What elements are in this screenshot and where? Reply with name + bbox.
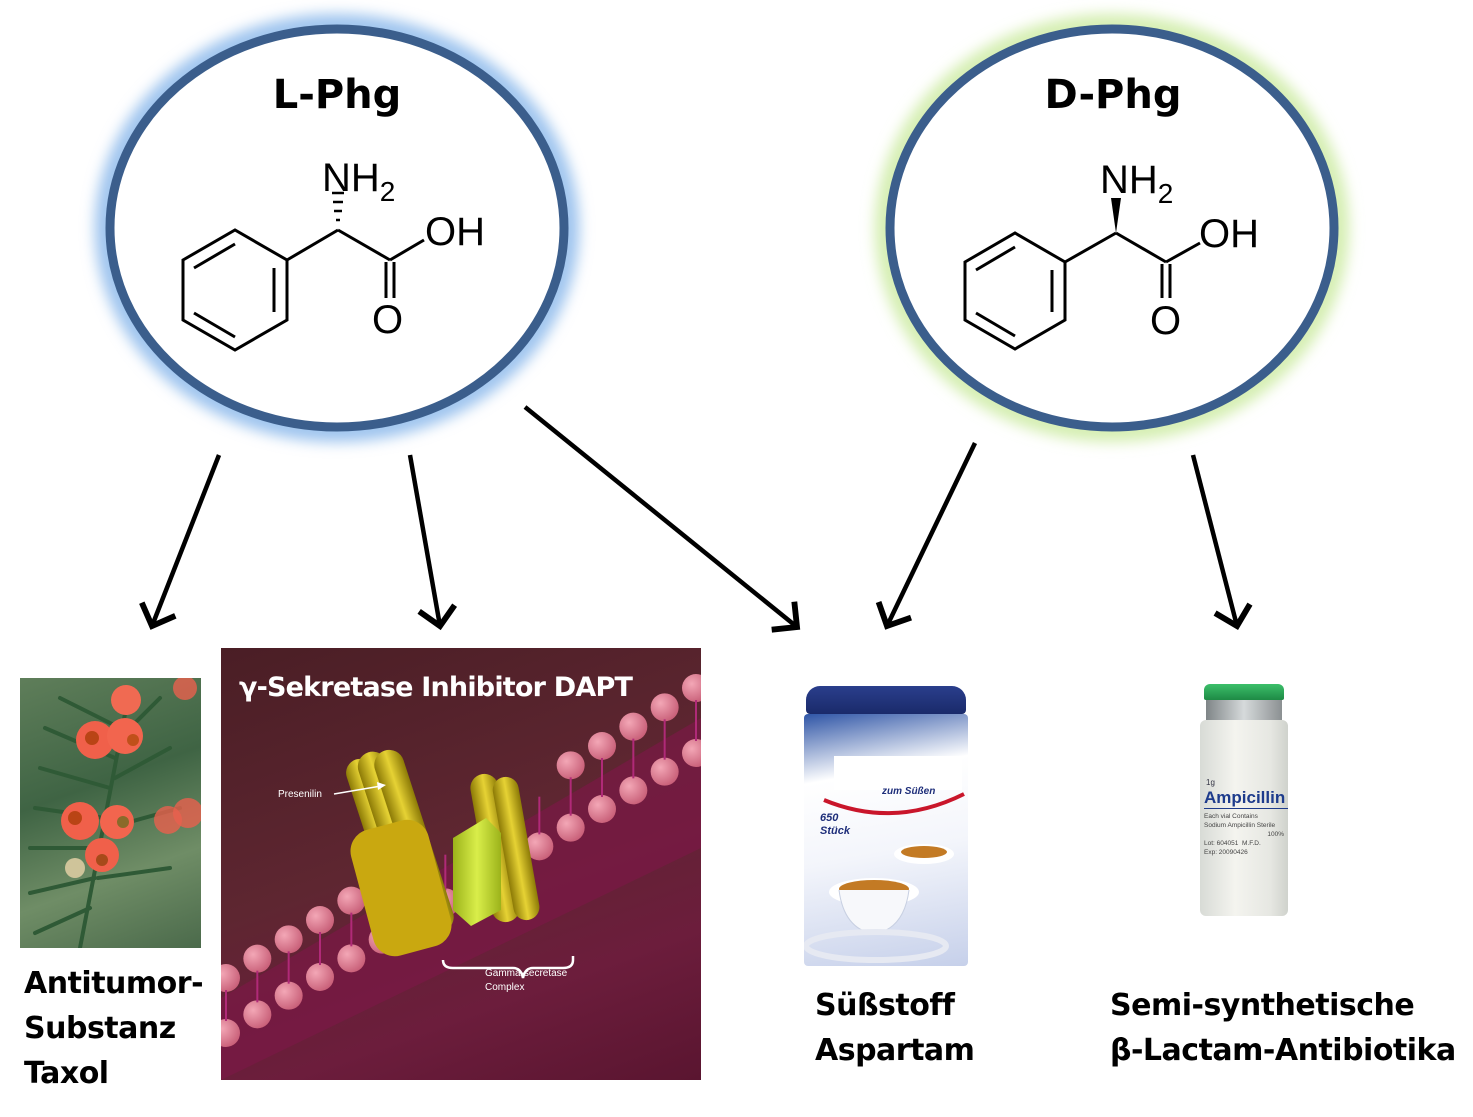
lipid-head	[337, 886, 366, 915]
l-phg-title: L-Phg	[273, 72, 402, 118]
pack-count: 650 Stück	[820, 812, 850, 838]
vial-lot-row: Lot: 604051 M.F.D.	[1204, 839, 1288, 848]
vial-lot: Lot: 604051	[1204, 840, 1239, 847]
l-phg-circle	[95, 14, 579, 442]
lipid-head	[556, 813, 585, 842]
complex-label-line-2: Complex	[485, 982, 524, 993]
dapt-illustration: Presenilin Gamma-secretase Complex γ-Sek…	[221, 648, 701, 1080]
antibiotics-caption-line-1: Semi-synthetische	[1110, 988, 1415, 1023]
dapt-title: γ-Sekretase Inhibitor DAPT	[239, 672, 633, 703]
d-phg-title: D-Phg	[1045, 72, 1182, 118]
arrow-lphg-to-dapt	[407, 454, 458, 631]
antibiotics-caption: Semi-synthetische β-Lactam-Antibiotika	[1110, 983, 1456, 1073]
lipid-head	[682, 739, 701, 767]
dispenser-lid	[806, 686, 966, 714]
lipid-head	[243, 944, 272, 973]
lipid-head	[588, 795, 616, 823]
complex-brace	[441, 956, 575, 979]
arrow-lphg-to-taxol	[139, 454, 222, 630]
lipid-head	[650, 693, 679, 722]
arrow-dphg-to-aspartam	[875, 442, 978, 630]
dispenser-body: zum Süßen 650 Stück	[804, 714, 968, 966]
vial-line-3: 100%	[1267, 831, 1284, 838]
arrow-lphg-to-aspartam	[523, 405, 801, 633]
berries	[61, 678, 201, 878]
lipid-head	[274, 981, 303, 1010]
membrane-graphic: Presenilin Gamma-secretase Complex γ-Sek…	[221, 672, 701, 1080]
pack-count-unit: Stück	[820, 825, 850, 837]
l-phg-amine-label: NH2	[322, 156, 395, 207]
lipid-head	[588, 732, 616, 760]
vial-line-1: Each vial Contains	[1204, 813, 1258, 820]
sweetener-dispenser-photo: zum Süßen 650 Stück	[800, 686, 972, 966]
vial-body: 1g Ampicillin Each vial Contains Sodium …	[1200, 720, 1288, 916]
pack-count-number: 650	[820, 812, 839, 824]
d-phg-structure	[963, 231, 1201, 351]
vial-exp: Exp: 20090426	[1204, 849, 1248, 856]
aspartam-caption: Süßstoff Aspartam	[815, 983, 975, 1073]
vial-name: Ampicillin	[1204, 788, 1288, 809]
d-phg-hydroxyl-label: OH	[1199, 212, 1259, 256]
presenilin-helices	[346, 749, 540, 957]
complex-label-line-1: Gamma-secretase	[485, 968, 568, 979]
aspartam-caption-line-2: Aspartam	[815, 1033, 975, 1068]
hashed-bond	[332, 191, 344, 222]
d-phg-amine-label: NH2	[1100, 158, 1173, 209]
antibiotics-caption-line-2: β-Lactam-Antibiotika	[1110, 1033, 1456, 1068]
vial-line-2: Sodium Ampicillin Sterile	[1204, 822, 1276, 829]
l-phg-ring	[105, 24, 569, 432]
pack-text: zum Süßen	[882, 786, 936, 797]
lipid-head	[556, 751, 585, 780]
lipid-head	[682, 674, 701, 702]
presenilin-label: Presenilin	[278, 789, 322, 800]
vial-mfd: M.F.D.	[1241, 840, 1261, 847]
taxol-caption-line-1: Antitumor-	[24, 966, 204, 1001]
dispenser-swoosh	[804, 792, 965, 963]
l-phg-structure	[181, 191, 425, 352]
taxol-caption: Antitumor- Substanz Taxol	[24, 961, 204, 1096]
vial-details: Each vial Contains Sodium Ampicillin Ste…	[1204, 812, 1288, 857]
benzene-ring	[181, 228, 289, 352]
vial-dose: 1g	[1206, 778, 1215, 787]
lipid-head	[221, 1019, 240, 1047]
lipid-head	[306, 963, 334, 991]
label-redaction	[834, 756, 962, 790]
lipid-head	[274, 925, 303, 954]
vial-crimp	[1206, 700, 1282, 720]
aspartam-caption-line-1: Süßstoff	[815, 988, 955, 1023]
lipid-head	[525, 832, 554, 861]
lipid-head	[337, 944, 366, 973]
arrows	[139, 405, 1253, 633]
lipid-head	[221, 964, 240, 992]
taxol-caption-line-3: Taxol	[24, 1056, 109, 1091]
l-phg-hydroxyl-label: OH	[425, 210, 485, 254]
lipid-head	[650, 757, 679, 786]
taxol-caption-line-2: Substanz	[24, 1011, 176, 1046]
benzene-ring	[963, 231, 1067, 351]
ampicillin-vial-photo: 1g Ampicillin Each vial Contains Sodium …	[1198, 684, 1290, 916]
yew-illustration	[28, 678, 201, 948]
green-subunit	[453, 818, 501, 926]
vial-cap	[1204, 684, 1284, 700]
lipid-head	[619, 712, 648, 741]
arrow-dphg-to-antibiotics	[1190, 454, 1253, 631]
yew-berries-photo	[20, 678, 201, 948]
wedge-bond	[1111, 198, 1121, 233]
lipid-head	[243, 1000, 272, 1029]
lipid-head	[619, 776, 648, 805]
lipid-head	[306, 906, 334, 934]
l-phg-carbonyl-label: O	[372, 298, 403, 342]
presenilin-pointer	[333, 785, 382, 795]
d-phg-carbonyl-label: O	[1150, 299, 1181, 343]
